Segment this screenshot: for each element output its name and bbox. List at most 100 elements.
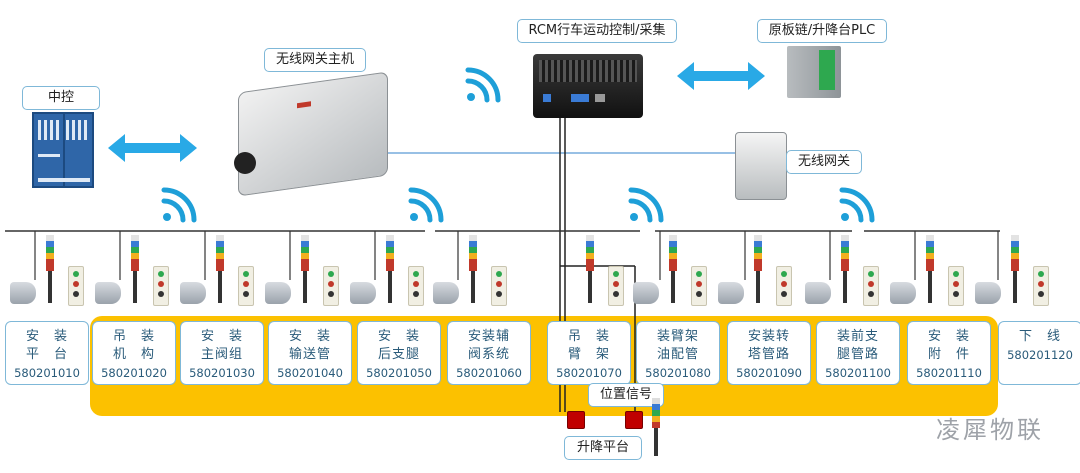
motor-icon: [718, 282, 744, 304]
motor-icon: [805, 282, 831, 304]
station-code: 580201040: [277, 366, 343, 380]
button-panel-icon: [608, 266, 624, 306]
button-panel-icon: [691, 266, 707, 306]
wifi-icon: [839, 187, 875, 223]
station-box: 吊 装机 构 580201020: [92, 321, 176, 385]
wireless-gateway-device-icon: [735, 132, 787, 200]
station-code: 580201120: [1007, 348, 1073, 362]
wifi-icon: [465, 67, 501, 103]
station-name: 安 装: [200, 329, 243, 344]
signal-lamp-icon: [386, 235, 394, 303]
station-code: 580201010: [14, 366, 80, 380]
signal-lamp-icon: [469, 235, 477, 303]
button-panel-icon: [153, 266, 169, 306]
antenna-icon: [234, 152, 256, 174]
station-box: 装臂架油配管 580201080: [636, 321, 720, 385]
station-box: 安装转塔管路 580201090: [727, 321, 811, 385]
gateway-main-label: 无线网关主机: [264, 48, 366, 72]
station-box: 安 装主阀组 580201030: [180, 321, 264, 385]
station-name: 吊 装: [567, 329, 610, 344]
signal-lamp-icon: [46, 235, 54, 303]
motor-icon: [890, 282, 916, 304]
signal-lamp-icon: [754, 235, 762, 303]
motor-icon: [433, 282, 459, 304]
station-code: 580201100: [825, 366, 891, 380]
motor-icon: [10, 282, 36, 304]
watermark: 凌犀物联: [936, 416, 1044, 444]
signal-lamp-icon: [1011, 235, 1019, 303]
signal-lamp-icon: [926, 235, 934, 303]
button-panel-icon: [948, 266, 964, 306]
station-name: 平 台: [25, 347, 68, 362]
plc-device-icon: [787, 46, 841, 98]
station-code: 580201070: [556, 366, 622, 380]
gateway-label: 无线网关: [786, 150, 862, 174]
station-box: 安 装输送管 580201040: [268, 321, 352, 385]
wifi-icon: [628, 187, 664, 223]
station-name: 安 装: [927, 329, 970, 344]
lift-signal-lamp-icon: [652, 398, 660, 456]
button-panel-icon: [238, 266, 254, 306]
button-panel-icon: [323, 266, 339, 306]
station-name: 后支腿: [377, 347, 420, 362]
button-panel-icon: [408, 266, 424, 306]
station-box: 安 装平 台 580201010: [5, 321, 89, 385]
station-name: 安装辅: [467, 329, 510, 344]
station-code: 580201110: [916, 366, 982, 380]
central-control-label: 中控: [22, 86, 100, 110]
wifi-icon: [408, 187, 444, 223]
station-box: 安 装后支腿 580201050: [357, 321, 441, 385]
station-name: 油配管: [656, 347, 699, 362]
station-code: 580201030: [189, 366, 255, 380]
button-panel-icon: [1033, 266, 1049, 306]
motor-icon: [350, 282, 376, 304]
button-panel-icon: [863, 266, 879, 306]
station-name: 输送管: [288, 347, 331, 362]
station-box: 安 装附 件 580201110: [907, 321, 991, 385]
station-name: 下 线: [1018, 329, 1061, 344]
station-box: 装前支腿管路 580201100: [816, 321, 900, 385]
station-name: 主阀组: [200, 347, 243, 362]
plc-label: 原板链/升降台PLC: [757, 19, 887, 43]
signal-lamp-icon: [841, 235, 849, 303]
station-code: 580201090: [736, 366, 802, 380]
button-panel-icon: [491, 266, 507, 306]
station-name: 吊 装: [112, 329, 155, 344]
signal-lamp-icon: [131, 235, 139, 303]
station-name: 安装转: [747, 329, 790, 344]
station-box: 下 线 580201120: [998, 321, 1080, 385]
signal-lamp-icon: [586, 235, 594, 303]
signal-lamp-icon: [216, 235, 224, 303]
station-name: 附 件: [927, 347, 970, 362]
button-panel-icon: [68, 266, 84, 306]
station-name: 安 装: [377, 329, 420, 344]
motor-icon: [633, 282, 659, 304]
station-name: 装前支: [836, 329, 879, 344]
station-code: 580201020: [101, 366, 167, 380]
station-name: 装臂架: [656, 329, 699, 344]
lift-platform-label: 升降平台: [564, 436, 642, 460]
station-code: 580201080: [645, 366, 711, 380]
station-name: 安 装: [288, 329, 331, 344]
position-sensor-right: [625, 411, 643, 429]
motor-icon: [265, 282, 291, 304]
motor-icon: [975, 282, 1001, 304]
rcm-label: RCM行车运动控制/采集: [517, 19, 677, 43]
station-code: 580201060: [456, 366, 522, 380]
station-name: 安 装: [25, 329, 68, 344]
position-sensor-left: [567, 411, 585, 429]
rcm-controller-icon: [533, 54, 643, 118]
station-name: 塔管路: [747, 347, 790, 362]
position-signal-label: 位置信号: [588, 383, 664, 407]
station-name: 腿管路: [836, 347, 879, 362]
signal-lamp-icon: [669, 235, 677, 303]
motor-icon: [95, 282, 121, 304]
motor-icon: [180, 282, 206, 304]
station-name: 机 构: [112, 347, 155, 362]
control-cabinet-icon: [32, 112, 94, 188]
wifi-icon: [161, 187, 197, 223]
station-code: 580201050: [366, 366, 432, 380]
